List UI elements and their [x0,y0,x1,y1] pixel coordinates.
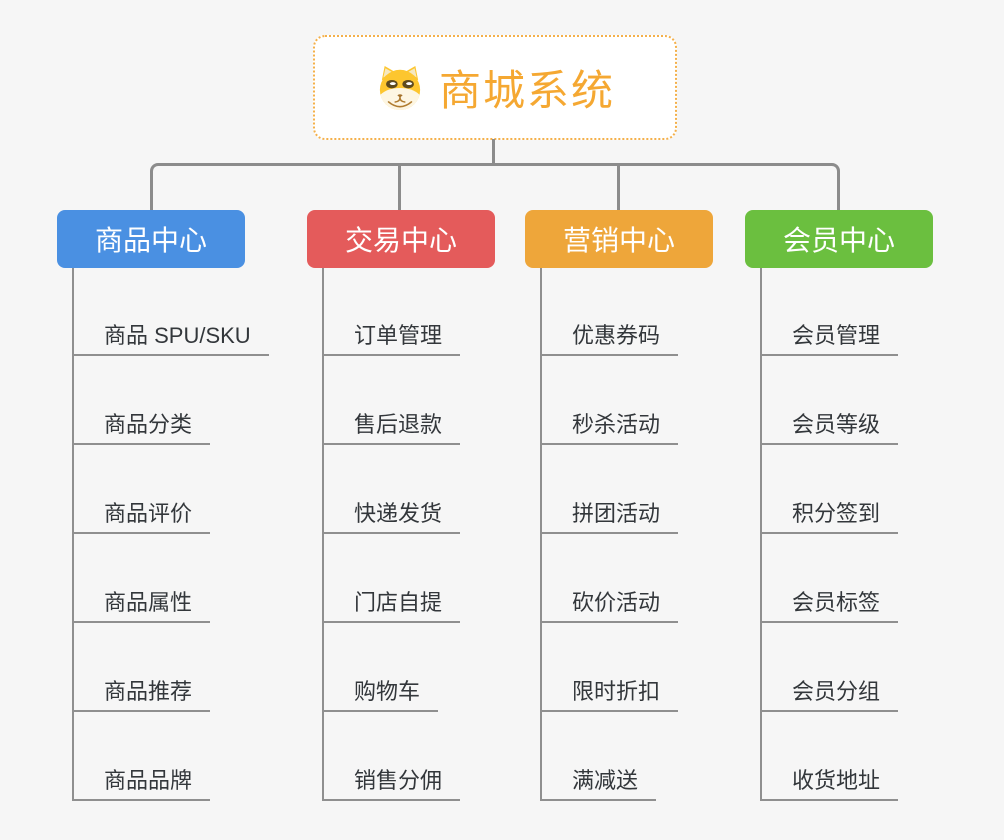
subtopic-product-spu-sku[interactable]: 商品 SPU/SKU [72,318,269,356]
subtopic-flash-sale[interactable]: 秒杀活动 [540,407,679,445]
branch-label: 交易中心 [344,225,457,256]
subtopic-sales-commission[interactable]: 销售分佣 [322,763,461,801]
subtopic-product-recommend[interactable]: 商品推荐 [72,674,211,712]
subtopic-group-buy[interactable]: 拼团活动 [540,496,679,534]
connector-branch-bracket [150,163,840,210]
subtopic-member-tags[interactable]: 会员标签 [760,585,899,623]
subtopic-shopping-cart[interactable]: 购物车 [322,674,439,712]
branch-label: 会员中心 [782,225,895,256]
subtopic-member-groups[interactable]: 会员分组 [760,674,899,712]
subtopic-limited-time-discount[interactable]: 限时折扣 [540,674,679,712]
connector-root-stem [492,139,495,164]
subtopic-member-management[interactable]: 会员管理 [760,318,899,356]
branch-topic-product-center[interactable]: 商品中心 [57,210,245,268]
subtopic-points-checkin[interactable]: 积分签到 [760,496,899,534]
connector-spine-product [72,268,74,801]
subtopic-shipping-address[interactable]: 收货地址 [760,763,899,801]
connector-spine-marketing [540,268,542,801]
connector-spine-trade [322,268,324,801]
subtopic-bargain-activity[interactable]: 砍价活动 [540,585,679,623]
subtopic-spend-and-save[interactable]: 满减送 [540,763,657,801]
dog-face-icon [379,65,421,110]
subtopic-aftersale-refund[interactable]: 售后退款 [322,407,461,445]
subtopic-express-delivery[interactable]: 快递发货 [322,496,461,534]
connector-stub-marketing [617,166,620,210]
connector-stub-trade [398,166,401,210]
branch-label: 营销中心 [562,225,675,256]
subtopic-product-attribute[interactable]: 商品属性 [72,585,211,623]
connector-spine-member [760,268,762,801]
subtopic-product-category[interactable]: 商品分类 [72,407,211,445]
branch-topic-trade-center[interactable]: 交易中心 [307,210,495,268]
subtopic-member-level[interactable]: 会员等级 [760,407,899,445]
branch-topic-member-center[interactable]: 会员中心 [745,210,933,268]
branch-label: 商品中心 [94,225,207,256]
root-topic[interactable]: 商城系统 [313,35,677,140]
subtopic-coupon-code[interactable]: 优惠券码 [540,318,679,356]
root-topic-title: 商城系统 [438,67,615,114]
subtopic-product-review[interactable]: 商品评价 [72,496,211,534]
branch-topic-marketing-center[interactable]: 营销中心 [525,210,713,268]
subtopic-order-management[interactable]: 订单管理 [322,318,461,356]
subtopic-store-pickup[interactable]: 门店自提 [322,585,461,623]
subtopic-product-brand[interactable]: 商品品牌 [72,763,211,801]
